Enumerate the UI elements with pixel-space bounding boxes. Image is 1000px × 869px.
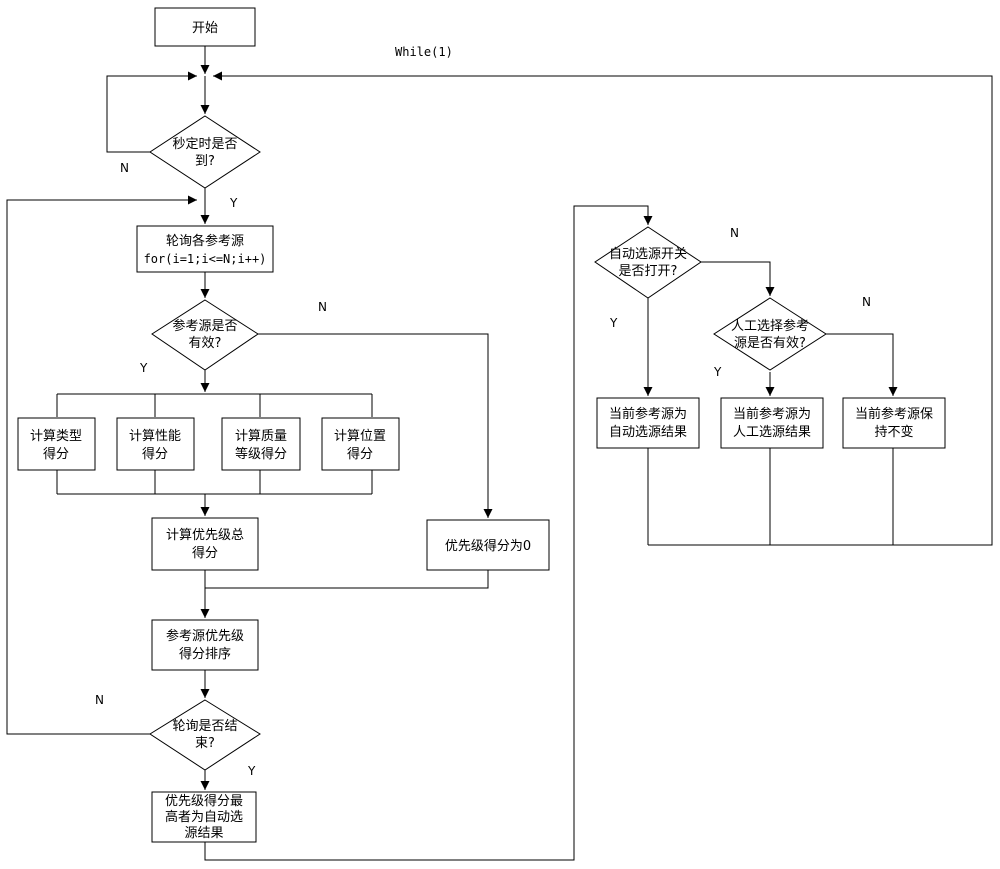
edge-zero-join [205,570,489,589]
manual-valid-line2: 源是否有效? [734,336,806,351]
manual-valid-diamond [713,297,827,371]
source-valid-diamond [151,299,259,371]
edge-end-no-loop [6,195,197,735]
start-box [154,7,256,47]
cur-manual-box [720,397,824,449]
calc-quality-line1: 计算质量 [235,429,287,444]
cur-auto-line1: 当前参考源为 [609,406,687,422]
source-valid-line1: 参考源是否 [172,318,237,334]
switch-yes-label: Y [609,316,618,330]
manual-yes-label: Y [713,365,722,379]
connectors [6,46,993,861]
auto-switch-diamond [594,226,702,299]
edge-switch-no [701,261,775,296]
calc-total-line2: 得分 [192,545,218,561]
calc-quality-line2: 等级得分 [235,446,287,462]
start-text: 开始 [192,21,218,36]
valid-yes-label: Y [139,361,148,375]
timer-check-line2: 到? [195,154,215,169]
edge-manual-no [826,333,898,396]
calc-perf-line1: 计算性能 [129,429,181,444]
manual-no-label: N [862,295,871,309]
sort-scores-line2: 得分排序 [179,646,231,662]
end-no-label: N [95,693,104,707]
calc-total-line1: 计算优先级总 [166,528,244,543]
cur-manual-line1: 当前参考源为 [733,406,811,422]
end-yes-label: Y [247,764,256,778]
poll-sources-line1: 轮询各参考源 [166,233,244,249]
source-valid-line2: 有效? [189,336,222,351]
highest-auto-line3: 源结果 [184,826,223,841]
auto-switch-line1: 自动选源开关 [609,247,687,262]
calc-total-box [151,517,259,571]
calc-perf-box [116,417,195,471]
timer-no-label: N [120,161,129,175]
cur-keep-line2: 持不变 [874,424,913,440]
calc-type-line2: 得分 [43,446,69,462]
calc-position-box [321,417,400,471]
cur-auto-box [596,397,700,449]
highest-auto-box [151,791,257,843]
calc-type-line1: 计算类型 [30,429,82,444]
sort-scores-line1: 参考源优先级 [166,628,244,644]
cur-keep-line1: 当前参考源保 [855,406,933,422]
score-zero-text: 优先级得分为0 [445,538,531,554]
calc-position-line1: 计算位置 [334,429,386,444]
highest-auto-line1: 优先级得分最 [165,793,243,809]
calc-position-line2: 得分 [347,446,373,462]
calc-perf-line2: 得分 [142,446,168,462]
cur-auto-line2: 自动选源结果 [609,425,687,440]
poll-sources-box [136,225,274,273]
edge-highest-switch [204,205,653,861]
timer-check-diamond [149,115,261,189]
poll-end-line2: 束? [195,736,215,751]
calc-type-box [17,417,96,471]
cur-manual-line2: 人工选源结果 [733,425,811,440]
poll-end-diamond [149,699,261,771]
highest-auto-line2: 高者为自动选 [165,809,243,825]
sort-scores-box [151,619,259,671]
edge-return-while [213,71,993,546]
manual-valid-line1: 人工选择参考 [731,318,809,334]
edge-valid-no [258,333,493,518]
timer-check-line1: 秒定时是否 [172,137,237,152]
poll-end-line1: 轮询是否结 [172,719,237,734]
switch-no-label: N [730,226,739,240]
auto-switch-line2: 是否打开? [619,264,678,279]
timer-yes-label: Y [229,196,238,210]
valid-no-label: N [318,300,327,314]
edge-timer-no-loop [106,71,197,153]
calc-quality-box [221,417,301,471]
score-zero-box [426,519,550,571]
poll-sources-line2: for(i=1;i<=N;i++) [144,252,267,266]
cur-keep-box [842,397,946,449]
while-label: While(1) [395,45,453,59]
